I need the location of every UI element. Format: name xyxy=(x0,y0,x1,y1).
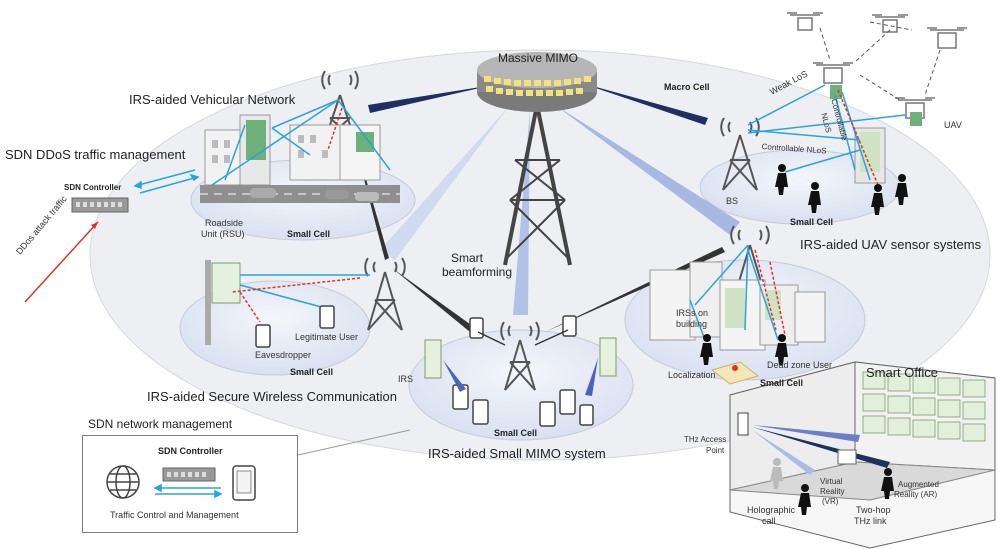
uav-nlos-red xyxy=(837,89,879,186)
uav-irs-panel xyxy=(910,112,922,126)
sdn-ddos-arrows xyxy=(133,169,200,194)
mimo-irs-panels xyxy=(424,337,617,396)
small-mimo-title: IRS-aided Small MIMO system xyxy=(428,446,606,461)
car-icon xyxy=(250,188,379,201)
rsu-label-1: Roadside xyxy=(205,218,244,228)
ddos-attack-arrow xyxy=(24,221,99,303)
uav-sensor-title: IRS-aided UAV sensor systems xyxy=(800,237,982,252)
sdn-panel-graphics xyxy=(106,465,256,501)
vehicular-title: IRS-aided Vehicular Network xyxy=(129,92,296,107)
vehicular-eavesdrop-link xyxy=(327,107,343,151)
thz-ap-label-1: THz Access xyxy=(684,435,727,444)
macro-cell-label: Macro Cell xyxy=(664,82,710,92)
massive-mimo-label: Massive MIMO xyxy=(498,51,579,65)
small-cell-building-label: Small Cell xyxy=(760,378,804,388)
vehicular-links xyxy=(211,99,391,186)
sdn-ddos-title: SDN DDoS traffic management xyxy=(5,147,186,162)
mimo-small-cell xyxy=(408,329,634,441)
twohop-label-1: Two-hop xyxy=(856,505,891,515)
macro-bs-tower xyxy=(720,117,760,191)
uav-cell-building xyxy=(854,127,886,184)
smart-office-title: Smart Office xyxy=(866,365,939,380)
phone-icon xyxy=(255,305,335,348)
uav-label: UAV xyxy=(944,120,962,130)
sdn-panel-arrows xyxy=(153,483,223,499)
irs-on-building-1: IRSs on xyxy=(676,308,709,318)
legitimate-user-label: Legitimate User xyxy=(295,332,359,342)
irs-label: IRS xyxy=(398,374,414,384)
thz-ap-label-2: Point xyxy=(706,446,725,455)
vr-label-1: Virtual xyxy=(820,477,843,486)
uav-mesh xyxy=(819,21,941,101)
holographic-label-1: Holographic xyxy=(747,505,796,515)
mimo-devices xyxy=(452,315,594,427)
localization-map xyxy=(710,361,760,385)
vr-label-3: (VR) xyxy=(822,497,839,506)
smart-beamforming-1: Smart xyxy=(451,251,484,265)
beam-to-macro-bs xyxy=(578,82,708,125)
irs-on-building-2: building xyxy=(676,319,708,329)
secure-bs-tower xyxy=(364,257,406,331)
dead-zone-user-label: Dead zone User xyxy=(767,360,833,370)
beam-to-vehicular-bs xyxy=(368,85,493,113)
beam-to-vehicular xyxy=(380,105,510,260)
small-mimo-bs-tower xyxy=(500,321,540,391)
localization-label: Localization xyxy=(668,370,716,380)
small-cell-secure-label: Small Cell xyxy=(290,367,334,377)
sdn-connector xyxy=(297,429,411,456)
ar-label-1: Augmented xyxy=(898,480,939,489)
sdn-controller-top-label: SDN Controller xyxy=(64,183,122,192)
uav-links xyxy=(747,84,906,181)
smart-office-room xyxy=(729,361,996,549)
vr-label-2: Reality xyxy=(820,487,845,496)
switch-icon xyxy=(162,467,216,482)
vehicular-buildings xyxy=(200,114,400,203)
secure-eaves-links xyxy=(231,277,361,323)
irs-panel-icon xyxy=(205,260,241,345)
eavesdropper-label: Eavesdropper xyxy=(255,350,312,360)
small-cell-mimo-label: Small Cell xyxy=(494,428,538,438)
person-icon xyxy=(700,164,908,365)
secure-title: IRS-aided Secure Wireless Communication xyxy=(147,389,397,404)
small-cell-uav-label: Small Cell xyxy=(790,217,834,227)
traffic-control-label: Traffic Control and Management xyxy=(110,510,239,520)
sdn-controller-bottom-label: SDN Controller xyxy=(158,446,223,456)
building-red-links xyxy=(754,249,786,336)
link-mimo-to-buildings xyxy=(545,247,725,332)
uav-irs-panel xyxy=(830,85,842,99)
ar-label-2: Reality (AR) xyxy=(894,490,938,499)
bs-label: BS xyxy=(726,196,739,206)
sdn-network-panel xyxy=(82,435,298,533)
mimo-links xyxy=(477,329,569,346)
twohop-label-2: THz link xyxy=(854,516,887,526)
globe-icon xyxy=(106,465,140,499)
small-cell-vehicular-label: Small Cell xyxy=(287,229,331,239)
rsu-label-2: Unit (RSU) xyxy=(201,229,245,239)
switch-icon xyxy=(71,197,129,213)
sdn-network-title: SDN network management xyxy=(88,417,233,431)
smart-beamforming-2: beamforming xyxy=(442,265,513,279)
phone-icon xyxy=(232,465,256,501)
holographic-label-2: call xyxy=(762,516,776,526)
massive-mimo-tower xyxy=(477,52,597,266)
beam-to-buildings xyxy=(555,105,740,235)
building-links xyxy=(689,244,779,341)
link-to-secure-bs xyxy=(392,268,474,332)
